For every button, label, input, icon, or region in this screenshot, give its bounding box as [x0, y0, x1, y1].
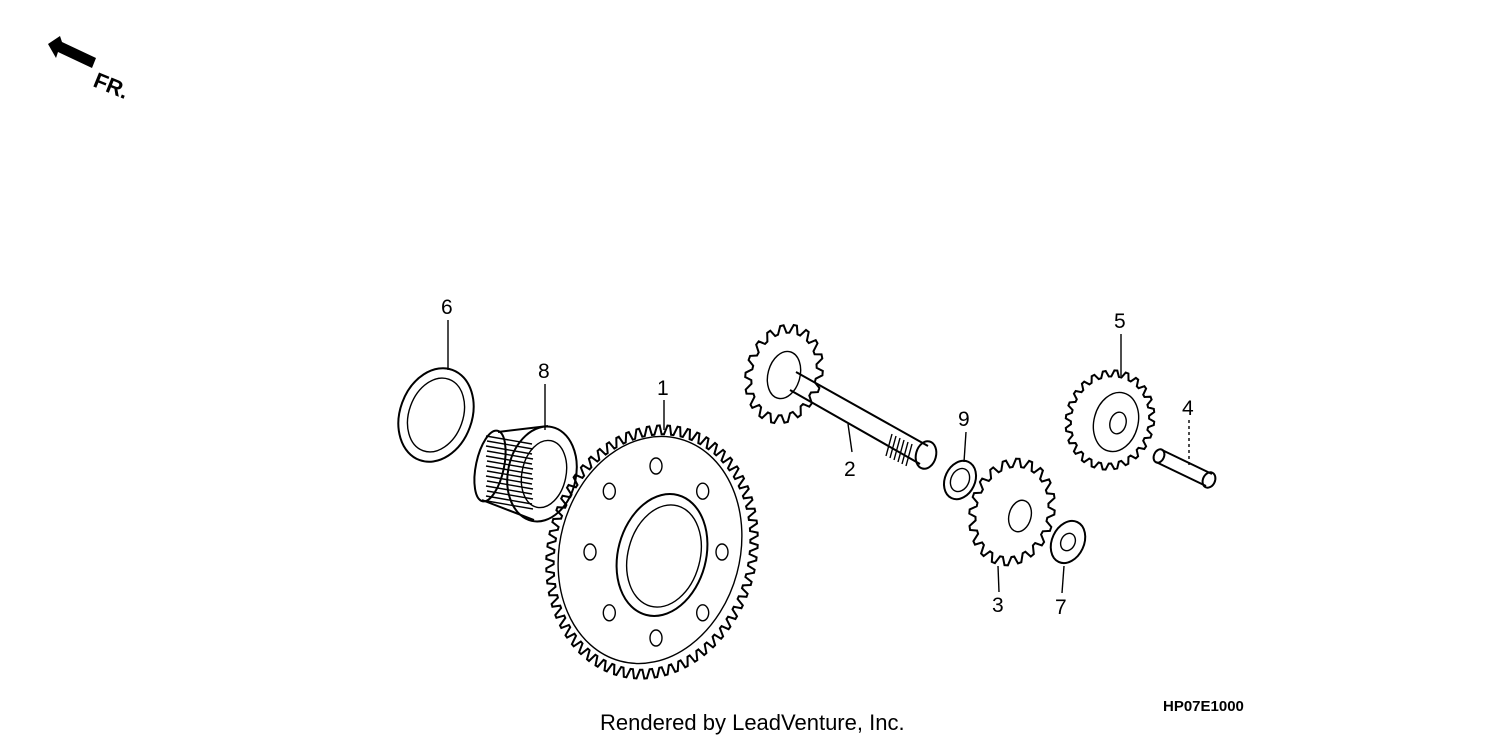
part-5-gear[interactable] — [1064, 369, 1156, 471]
part-2-shaft-gear[interactable] — [744, 323, 939, 471]
part-1-driven-gear[interactable] — [533, 416, 766, 685]
callout-9: 9 — [958, 408, 970, 431]
credit-text: Rendered by LeadVenture, Inc. — [600, 710, 905, 735]
leader-lines — [447, 320, 1190, 594]
callout-6: 6 — [441, 296, 453, 319]
diagram-code: HP07E1000 — [1163, 698, 1244, 715]
part-3-idle-gear[interactable] — [968, 457, 1056, 567]
callout-2: 2 — [844, 458, 856, 481]
callout-labels: 6 8 1 2 9 3 7 5 4 — [441, 296, 1194, 619]
callout-4: 4 — [1182, 397, 1194, 420]
callout-7: 7 — [1055, 596, 1067, 619]
callout-5: 5 — [1114, 310, 1126, 333]
part-4-pin[interactable] — [1152, 448, 1218, 490]
part-7-washer[interactable] — [1044, 515, 1092, 568]
direction-label: FR. — [90, 67, 132, 103]
callout-3: 3 — [992, 594, 1004, 617]
callout-1: 1 — [657, 377, 669, 400]
part-6-washer[interactable] — [386, 358, 486, 473]
callout-8: 8 — [538, 360, 550, 383]
front-direction-arrow-icon: FR. — [48, 36, 132, 104]
part-8-needle-bearing[interactable] — [469, 420, 585, 528]
part-9-washer[interactable] — [938, 456, 982, 505]
